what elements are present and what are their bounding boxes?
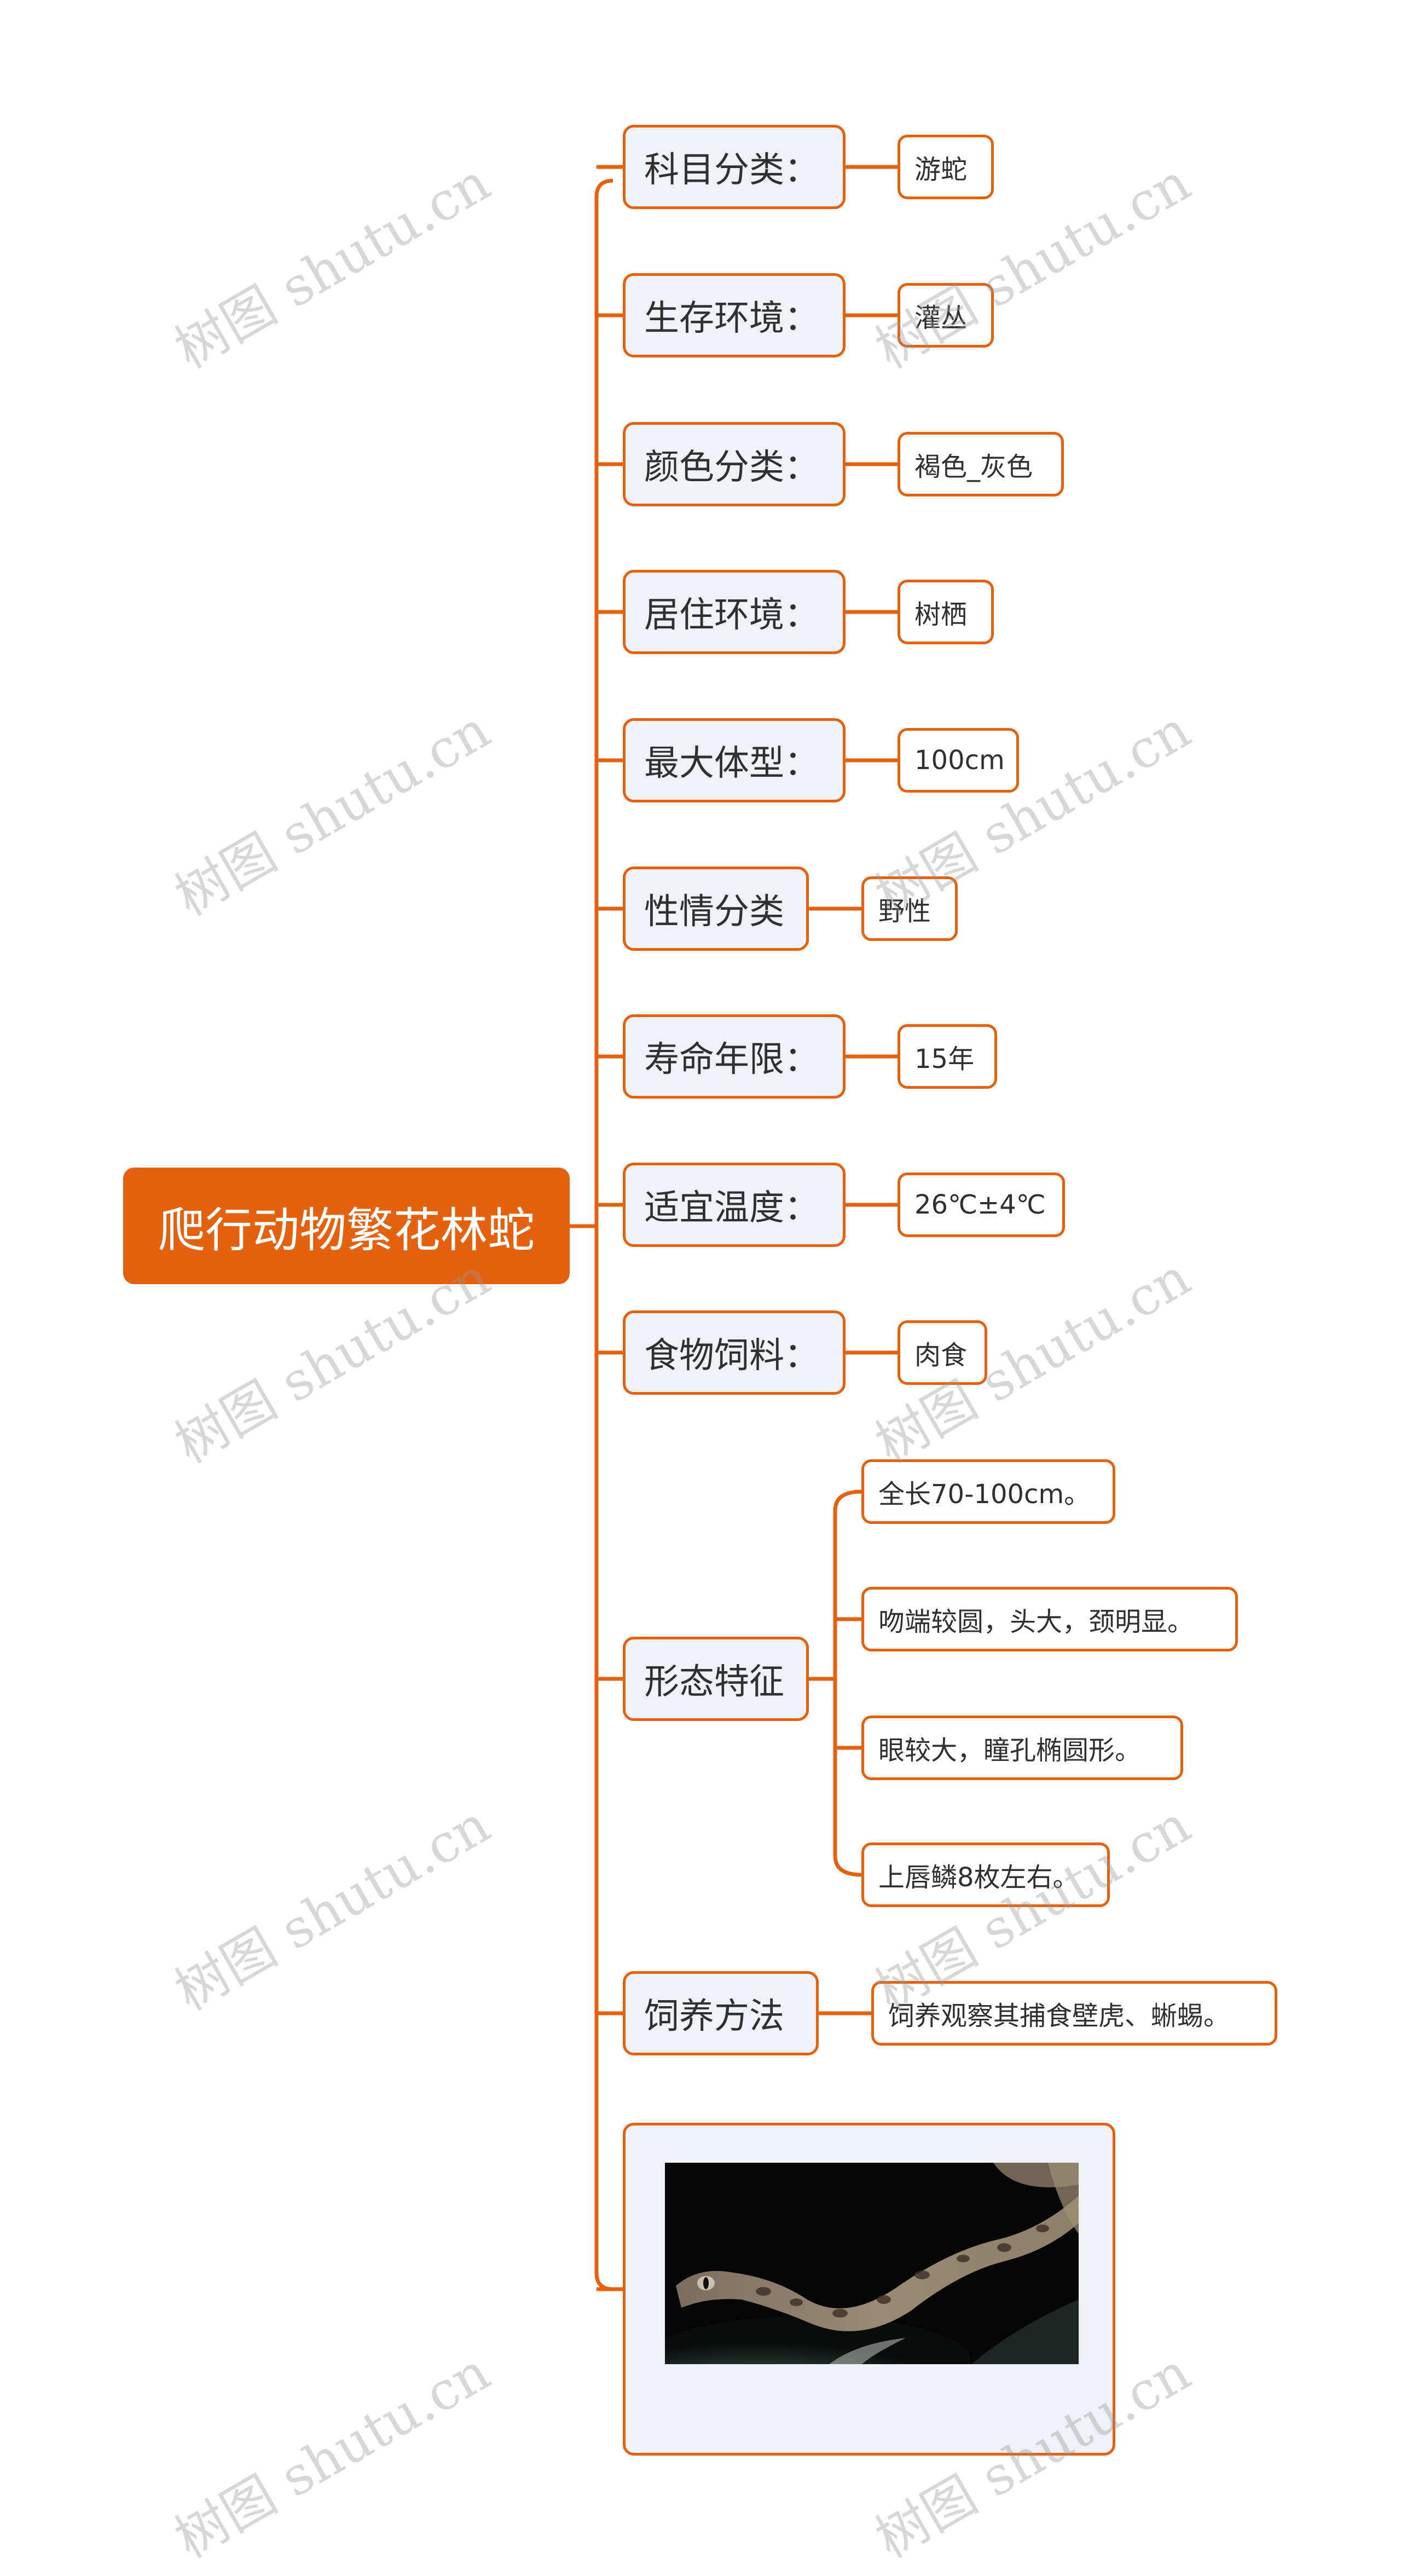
branch-node-taxonomy[interactable]: 科目分类： [623, 125, 846, 209]
leaf-label: 肉食 [914, 1333, 967, 1372]
leaf-node[interactable]: 100cm [898, 728, 1019, 793]
leaf-label: 树栖 [914, 593, 967, 631]
leaf-node[interactable]: 饲养观察其捕食壁虎、蜥蜴。 [871, 1981, 1277, 2046]
leaf-node[interactable]: 26℃±4℃ [898, 1173, 1065, 1237]
branch-node-habitat[interactable]: 生存环境： [623, 273, 846, 357]
branch-node-dwelling[interactable]: 居住环境： [623, 570, 846, 654]
leaf-node[interactable]: 眼较大，瞳孔椭圆形。 [861, 1716, 1183, 1780]
leaf-node[interactable]: 上唇鳞8枚左右。 [861, 1843, 1110, 1907]
leaf-label: 灌丛 [914, 296, 967, 334]
branch-node-morphology[interactable]: 形态特征 [623, 1637, 809, 1721]
branch-label: 最大体型： [644, 735, 819, 785]
leaf-label: 饲养观察其捕食壁虎、蜥蜴。 [888, 1994, 1230, 2032]
branch-label: 科目分类： [644, 142, 819, 192]
snake-photo [665, 2163, 1079, 2364]
branch-label: 适宜温度： [644, 1180, 819, 1230]
branch-node-temperature[interactable]: 适宜温度： [623, 1163, 846, 1247]
leaf-node[interactable]: 树栖 [898, 580, 994, 644]
leaf-node[interactable]: 肉食 [898, 1320, 987, 1385]
branch-label: 饲养方法 [644, 1988, 784, 2038]
leaf-label: 全长70-100cm。 [878, 1472, 1090, 1511]
branch-label: 居住环境： [644, 587, 819, 637]
branch-node-lifespan[interactable]: 寿命年限： [623, 1014, 846, 1099]
branch-label: 颜色分类： [644, 439, 819, 489]
leaf-label: 褐色_灰色 [914, 445, 1033, 483]
branch-label: 生存环境： [644, 290, 819, 340]
leaf-label: 野性 [878, 890, 931, 928]
branch-label: 性情分类 [644, 883, 784, 934]
branch-node-color[interactable]: 颜色分类： [623, 422, 846, 506]
leaf-label: 眼较大，瞳孔椭圆形。 [878, 1729, 1141, 1767]
branch-label: 食物饲料： [644, 1327, 819, 1378]
leaf-node[interactable]: 吻端较圆，头大，颈明显。 [861, 1587, 1238, 1651]
image-node[interactable] [623, 2123, 1115, 2456]
leaf-label: 游蛇 [914, 148, 967, 186]
leaf-label: 26℃±4℃ [914, 1189, 1046, 1220]
leaf-label: 100cm [914, 745, 1005, 776]
branch-label: 形态特征 [644, 1654, 784, 1704]
branch-node-max-size[interactable]: 最大体型： [623, 718, 846, 802]
leaf-node[interactable]: 野性 [861, 876, 958, 941]
root-node[interactable]: 爬行动物繁花林蛇 [123, 1168, 570, 1284]
branch-node-temperament[interactable]: 性情分类 [623, 867, 809, 951]
leaf-node[interactable]: 灌丛 [898, 283, 994, 348]
branch-label: 寿命年限： [644, 1031, 819, 1082]
leaf-node[interactable]: 15年 [898, 1024, 997, 1089]
leaf-label: 15年 [914, 1037, 974, 1076]
leaf-node[interactable]: 褐色_灰色 [898, 432, 1064, 496]
root-title: 爬行动物繁花林蛇 [158, 1192, 535, 1260]
branch-node-food[interactable]: 食物饲料： [623, 1310, 846, 1395]
leaf-label: 吻端较圆，头大，颈明显。 [878, 1600, 1194, 1638]
leaf-label: 上唇鳞8枚左右。 [878, 1856, 1079, 1894]
leaf-node[interactable]: 游蛇 [898, 135, 994, 199]
leaf-node[interactable]: 全长70-100cm。 [861, 1459, 1115, 1524]
branch-node-care[interactable]: 饲养方法 [623, 1971, 819, 2055]
